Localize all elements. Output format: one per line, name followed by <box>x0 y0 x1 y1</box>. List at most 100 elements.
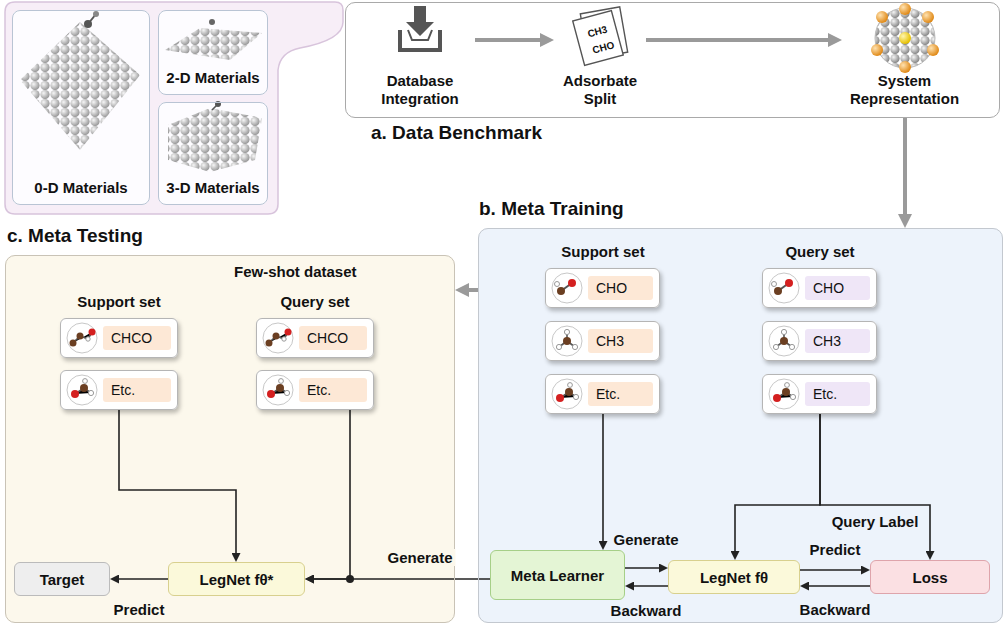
node-label: 2-D Materials <box>166 69 259 86</box>
flow-arrow <box>625 567 665 569</box>
adsorbate-card: Etc. <box>256 370 374 410</box>
node-label: CHCO <box>299 326 367 350</box>
node-label: Adsorbate Split <box>554 72 646 108</box>
edge-label: Generate <box>384 549 455 566</box>
node-label: Database Integration <box>365 72 475 108</box>
edge-label-holder: Predict <box>111 601 168 619</box>
group-title: Few-shot dataset <box>234 263 357 280</box>
section-panel: a. Data BenchmarkDatabase IntegrationAds… <box>345 2 1000 118</box>
edge-label: Generate <box>610 531 681 548</box>
edge-label-holder: Generate <box>384 549 455 567</box>
label-holder: Support set <box>77 293 160 311</box>
label-holder: Query set <box>785 243 854 261</box>
slab-illustration <box>165 19 262 60</box>
materials-panel <box>5 2 343 214</box>
group-title: Support set <box>561 243 644 260</box>
node-label: Target <box>40 571 85 588</box>
flow-arrow <box>803 585 870 587</box>
adsorbate-card: CHCO <box>60 318 178 358</box>
node-label: CHCO <box>103 326 171 350</box>
label-holder: Support set <box>561 243 644 261</box>
adsorbate-card: Etc. <box>60 370 178 410</box>
label-holder: Query set <box>280 293 349 311</box>
flow-arrow <box>800 569 867 571</box>
node-label: Etc. <box>588 382 653 406</box>
nanoparticle-illustration <box>20 11 140 150</box>
section-title: c. Meta Testing <box>7 225 143 246</box>
bulk-illustration <box>168 101 262 172</box>
flow-arrow <box>628 585 668 587</box>
block-arrow <box>903 118 907 221</box>
adsorbate-card: CH3 <box>762 321 877 361</box>
edge-label-holder: Backward <box>608 602 685 620</box>
pipeline-step: System Representation <box>842 8 967 112</box>
node-label: 0-D Materials <box>34 179 127 196</box>
loss-box: Loss <box>870 560 990 594</box>
heading-holder: c. Meta Testing <box>7 225 143 247</box>
flow-arrow <box>308 578 490 580</box>
node-label: LegNet fθ* <box>200 571 274 588</box>
label-holder: CHO <box>590 34 616 57</box>
material-fill <box>12 10 150 205</box>
label-holder: CH3 <box>585 19 609 42</box>
node-label: Etc. <box>805 382 870 406</box>
node-label: 3-D Materials <box>166 179 259 196</box>
section-panel: c. Meta TestingFew-shot datasetCHCOEtc.C… <box>5 255 455 623</box>
node-label: Meta Learner <box>511 567 604 584</box>
flow-arrow <box>735 414 820 557</box>
node-label: CH3 <box>805 329 870 353</box>
node-label: LegNet fθ <box>700 569 768 586</box>
flow-arrow <box>113 578 168 580</box>
flow-arrow <box>820 414 930 557</box>
edge-label: Backward <box>608 602 685 619</box>
adsorbate-card: Etc. <box>762 374 877 414</box>
node-label: CH3 <box>588 329 653 353</box>
material-panel: 2-D Materials <box>158 10 268 95</box>
edge-label-holder: Query Label <box>829 513 922 531</box>
model-box: LegNet fθ <box>668 560 800 594</box>
paper-icon <box>573 7 628 66</box>
material-fill <box>158 10 268 95</box>
pipeline-step: Database Integration <box>365 8 475 112</box>
flow-arrow <box>308 410 350 579</box>
pipeline-step: Adsorbate Split <box>554 8 646 112</box>
flow-arrow <box>602 414 604 547</box>
block-arrow <box>475 38 547 42</box>
node-label: Etc. <box>103 378 171 402</box>
adsorbate-card: Etc. <box>545 374 660 414</box>
model-box: LegNet fθ* <box>168 562 305 596</box>
panel-fill <box>478 228 1003 623</box>
block-arrow <box>646 38 835 42</box>
edge-label: Backward <box>797 601 874 618</box>
adsorbate-card: CHO <box>762 268 877 308</box>
node-label: CHO <box>805 276 870 300</box>
panel-fill <box>5 255 455 623</box>
node-label: Etc. <box>299 378 367 402</box>
heading-holder: a. Data Benchmark <box>371 122 542 144</box>
adsorbate-card: CHCO <box>256 318 374 358</box>
node-label: Loss <box>912 569 947 586</box>
database-icon <box>400 6 440 50</box>
paper-text: CH3 <box>586 24 608 40</box>
edge-label: Query Label <box>829 513 922 530</box>
edge-label-holder: Generate <box>610 531 681 549</box>
block-arrow <box>462 288 478 292</box>
material-fill <box>158 102 268 205</box>
edge-label-holder: Backward <box>797 601 874 619</box>
molecule-icons <box>67 273 799 409</box>
group-title: Query set <box>785 243 854 260</box>
group-title: Query set <box>280 293 349 310</box>
edge-label-holder: Predict <box>807 541 864 559</box>
heading-holder: Few-shot dataset <box>234 263 357 281</box>
node-label: System Representation <box>842 72 967 108</box>
adsorbate-card: CHO <box>545 268 660 308</box>
section-title: a. Data Benchmark <box>371 122 542 143</box>
edge-label: Predict <box>111 601 168 618</box>
heading-holder: b. Meta Training <box>479 198 624 220</box>
paper-text: CHO <box>591 39 615 55</box>
material-panel: 0-D Materials <box>12 10 150 205</box>
adsorbate-card: CH3 <box>545 321 660 361</box>
meta-learner-box: Meta Learner <box>490 550 625 600</box>
target-box: Target <box>14 562 110 596</box>
